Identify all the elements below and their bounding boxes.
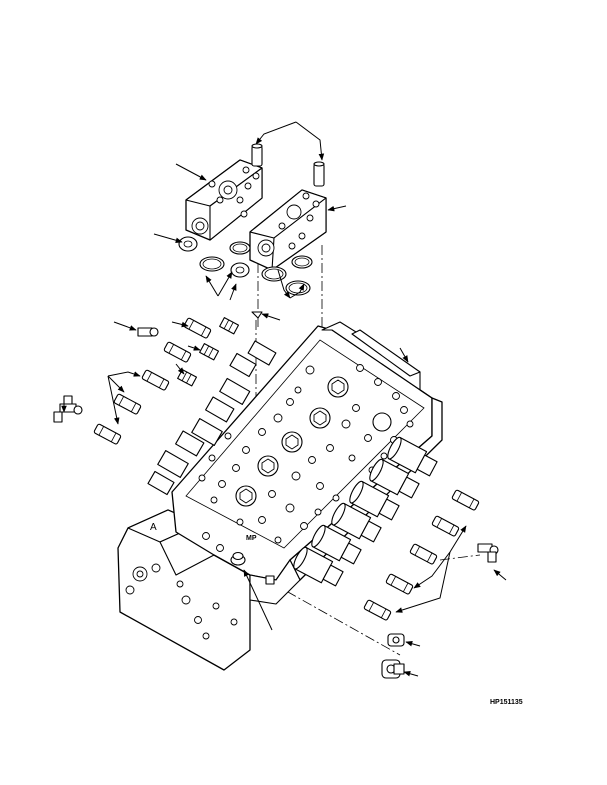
- main-valve-manifold: A MP: [117, 321, 443, 671]
- upper-valve-block-left: [185, 159, 263, 241]
- left-cartridge-valves: [147, 340, 277, 496]
- orings-and-seals: [178, 236, 313, 296]
- top-plate-ports: [198, 364, 414, 544]
- lower-section-ports: [125, 532, 238, 640]
- dowel-pins: [251, 143, 325, 187]
- front-plug-fitting: [230, 551, 275, 585]
- port-letter-a: A: [150, 522, 157, 533]
- port-marking-mp: MP: [246, 535, 257, 542]
- right-cartridge-valves: [293, 436, 438, 587]
- upper-valve-block-right: [249, 189, 327, 271]
- figure-reference-code: HP151135: [490, 699, 523, 706]
- callout-arrows: [61, 121, 507, 677]
- exploded-right-cartridges: [363, 489, 499, 679]
- exploded-left-cartridges: [53, 311, 263, 445]
